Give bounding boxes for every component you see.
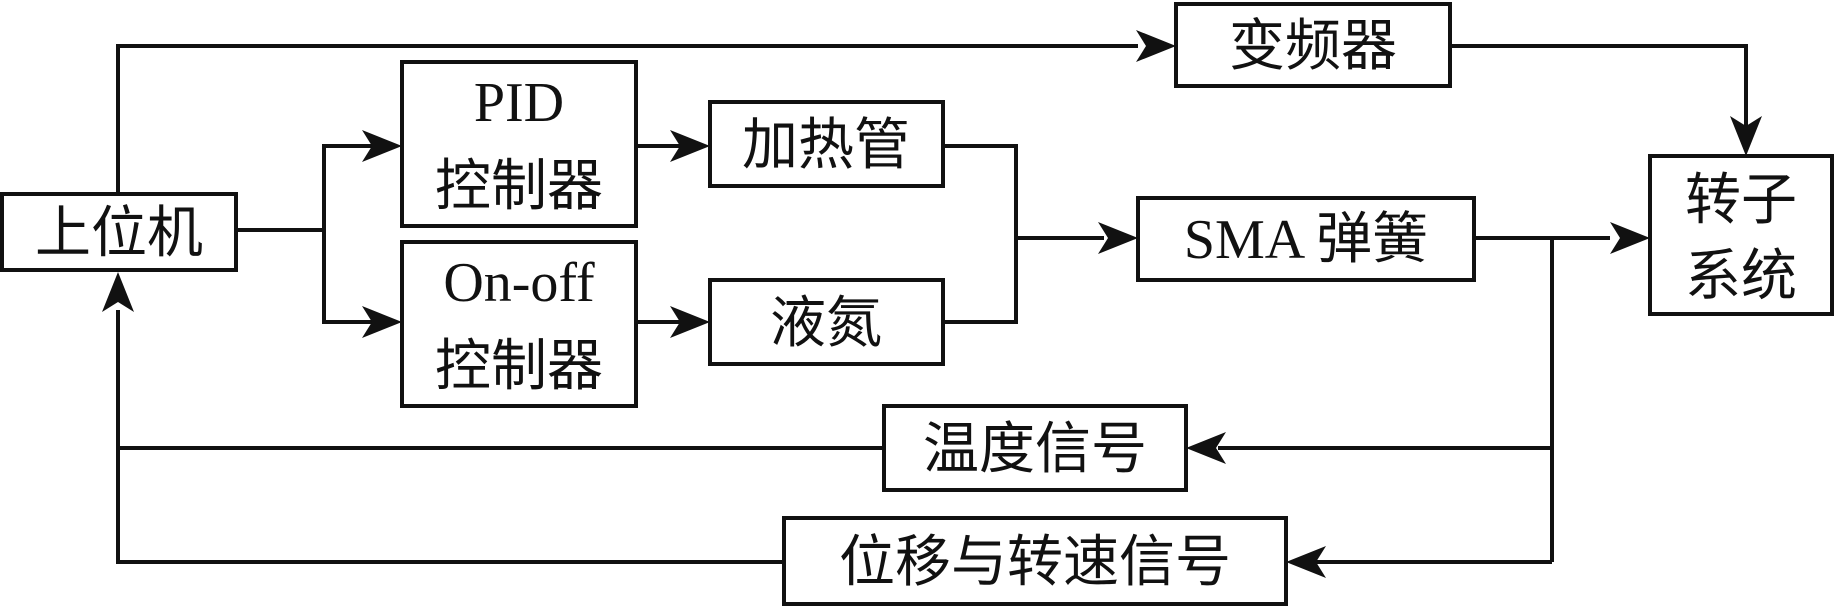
connectors <box>116 44 1748 564</box>
arrowhead-to-ln2 <box>670 306 710 338</box>
edge-heater-to-merge <box>943 144 1018 238</box>
liquid-nitrogen-label: 液氮 <box>770 291 882 356</box>
edge-disp-to-host <box>116 310 784 564</box>
edge-branch-to-pid <box>322 144 374 230</box>
node-temp-signal: 温度信号 <box>882 404 1188 492</box>
temp-signal-label: 温度信号 <box>923 417 1147 482</box>
arrowhead-to-sma <box>1098 222 1138 254</box>
arrowhead-to-pid <box>362 130 402 162</box>
arrowhead-to-heater <box>670 130 710 162</box>
edge-branch-to-onoff <box>322 230 374 324</box>
node-rotor-system: 转子 系统 <box>1648 154 1834 316</box>
node-disp-speed-signal: 位移与转速信号 <box>782 516 1288 606</box>
sma-spring-label: SMA 弹簧 <box>1184 209 1428 271</box>
vfd-label: 变频器 <box>1229 14 1397 79</box>
rotor-label-line1: 转子 <box>1685 168 1797 233</box>
arrowhead-to-host <box>102 272 134 312</box>
edge-host-to-vfd <box>116 44 1138 194</box>
node-vfd: 变频器 <box>1174 2 1452 88</box>
node-onoff-controller: On-off 控制器 <box>400 240 638 408</box>
node-pid-controller: PID 控制器 <box>400 60 638 228</box>
node-liquid-nitrogen: 液氮 <box>708 278 945 366</box>
node-heater: 加热管 <box>708 100 945 188</box>
onoff-label-line2: 控制器 <box>435 334 603 399</box>
edge-vfd-to-rotor <box>1450 44 1748 130</box>
host-pc-label: 上位机 <box>35 201 203 266</box>
arrowheads <box>102 30 1762 578</box>
node-sma-spring: SMA 弹簧 <box>1136 196 1476 282</box>
arrowhead-to-vfd <box>1136 30 1176 62</box>
pid-label-line2: 控制器 <box>435 154 603 219</box>
heater-label: 加热管 <box>742 113 910 178</box>
rotor-label-line2: 系统 <box>1685 244 1797 309</box>
edge-ln2-to-merge <box>943 238 1018 324</box>
arrowhead-to-onoff <box>362 306 402 338</box>
arrowhead-to-temp <box>1186 432 1226 464</box>
onoff-label-line1: On-off <box>443 252 595 314</box>
arrowhead-to-disp <box>1286 546 1326 578</box>
node-host-pc: 上位机 <box>0 192 238 272</box>
pid-label-line1: PID <box>474 72 564 134</box>
arrowhead-to-rotor <box>1610 222 1650 254</box>
arrowhead-to-rotor-top <box>1730 116 1762 156</box>
disp-speed-signal-label: 位移与转速信号 <box>839 530 1231 595</box>
